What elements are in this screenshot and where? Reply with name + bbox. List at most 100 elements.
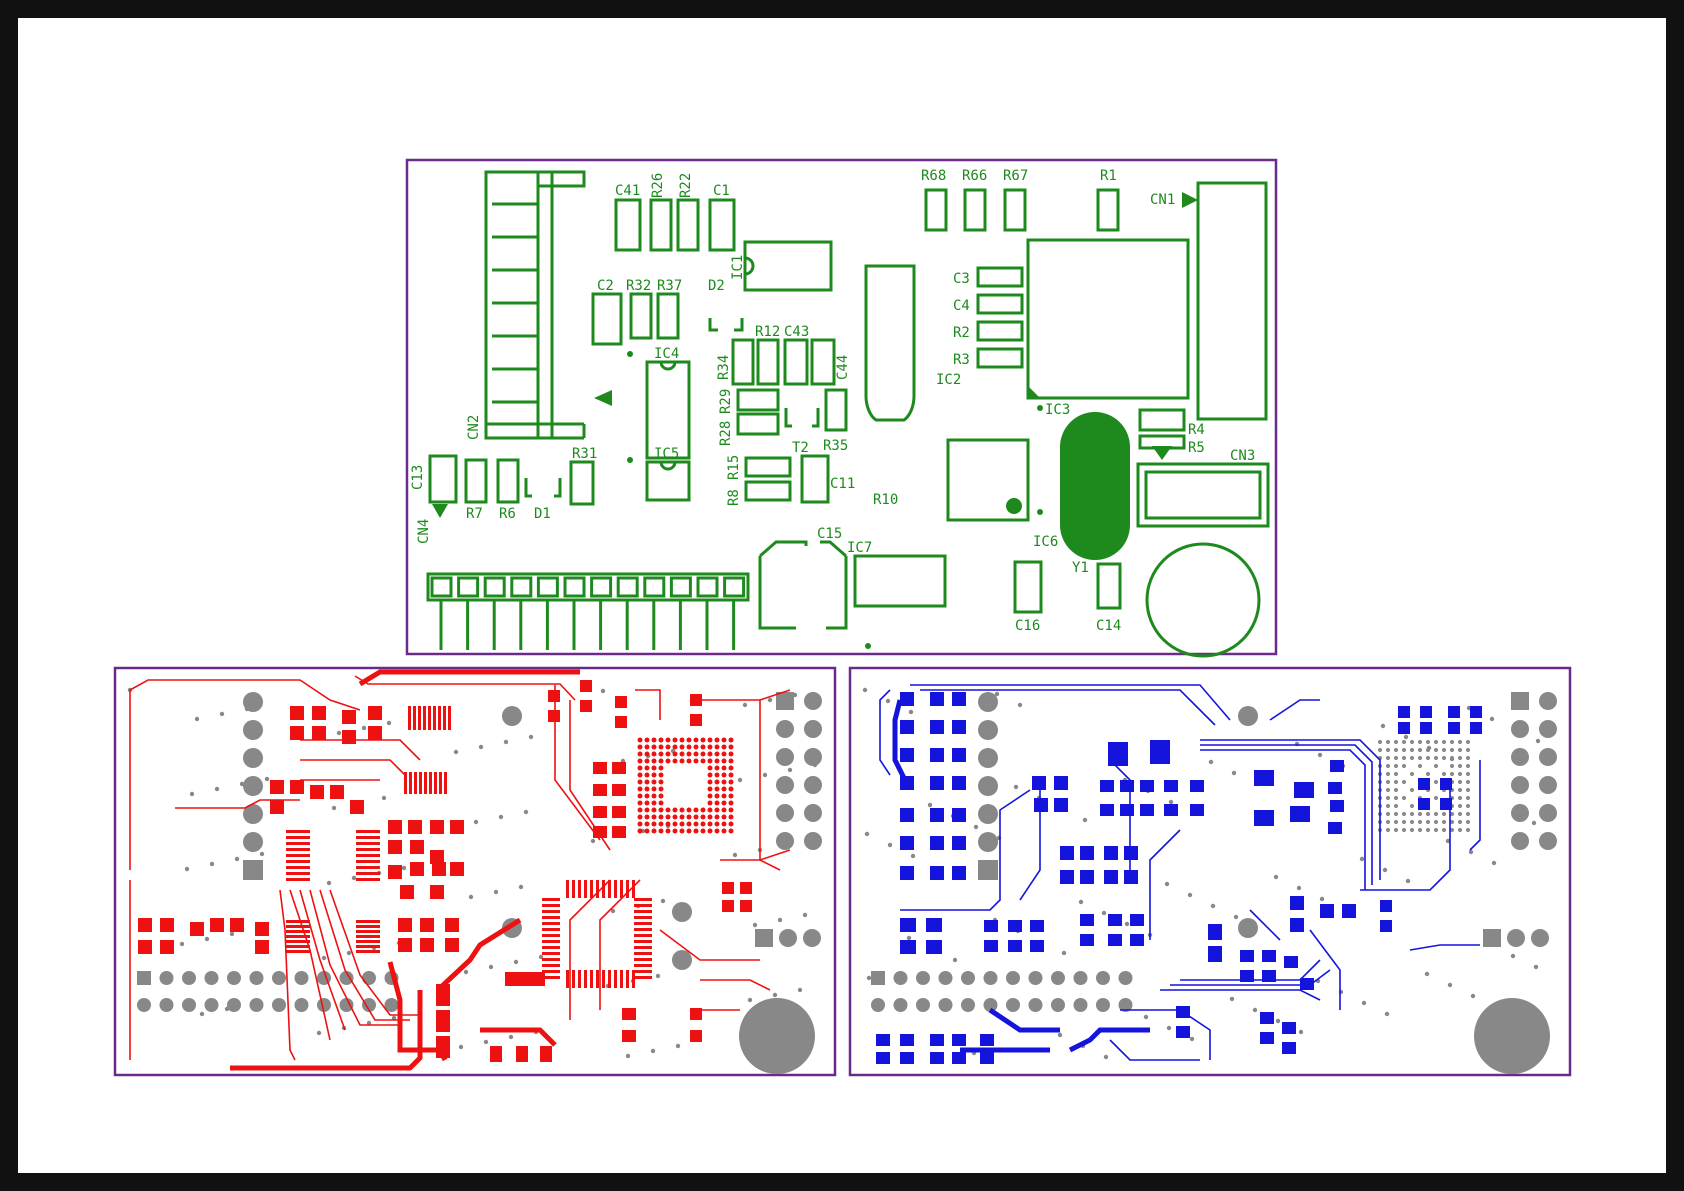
red-pad bbox=[548, 710, 560, 722]
ic-pin-pad bbox=[634, 976, 652, 979]
bga-ball bbox=[652, 815, 657, 820]
bga-ball bbox=[652, 745, 657, 750]
ic2-label: IC2 bbox=[936, 372, 961, 388]
blue-pad bbox=[1294, 782, 1314, 798]
red-pad bbox=[270, 780, 284, 794]
ic-pin-pad bbox=[356, 935, 380, 938]
bga-ball bbox=[638, 773, 643, 778]
bga-ball bbox=[694, 752, 699, 757]
red-pad bbox=[690, 1030, 702, 1042]
red-pad bbox=[593, 826, 607, 838]
red-pad bbox=[270, 800, 284, 814]
ic-pin-pad bbox=[286, 925, 310, 928]
red-pad bbox=[160, 918, 174, 932]
r37-label: R37 bbox=[657, 278, 682, 294]
bga-ball bbox=[673, 815, 678, 820]
r3-label: R3 bbox=[953, 352, 970, 368]
blue-pad bbox=[1060, 870, 1074, 884]
blue-pad bbox=[1440, 778, 1452, 790]
red-pad bbox=[290, 706, 304, 720]
blue-pad bbox=[1080, 870, 1094, 884]
r35-label: R35 bbox=[823, 438, 848, 454]
bga-ball bbox=[729, 822, 734, 827]
bga-ball bbox=[638, 787, 643, 792]
r34-label: R34 bbox=[716, 355, 732, 380]
bga-ball bbox=[638, 766, 643, 771]
bga-ball bbox=[694, 815, 699, 820]
bga-ball bbox=[687, 752, 692, 757]
blue-pad bbox=[1470, 722, 1482, 734]
blue-pad bbox=[930, 1034, 944, 1046]
bga-ball bbox=[666, 738, 671, 743]
d2-diode bbox=[710, 318, 742, 330]
blue-pad bbox=[1254, 770, 1274, 786]
blue-pad bbox=[1240, 950, 1254, 962]
ic-pin-pad bbox=[286, 848, 310, 851]
r66-label: R66 bbox=[962, 168, 987, 184]
r1-label: R1 bbox=[1100, 168, 1117, 184]
bga-ball bbox=[638, 745, 643, 750]
r7-label: R7 bbox=[466, 506, 483, 522]
ic-pin-pad bbox=[286, 950, 310, 953]
ic-pin-pad bbox=[634, 952, 652, 955]
bga-ball bbox=[652, 738, 657, 743]
blue-pad bbox=[1130, 934, 1144, 946]
bga-ball bbox=[659, 773, 664, 778]
bga-ball bbox=[708, 822, 713, 827]
red-pad bbox=[436, 1036, 450, 1058]
red-pad bbox=[740, 900, 752, 912]
red-pad bbox=[420, 918, 434, 932]
c3-body bbox=[978, 268, 1022, 286]
blue-pad bbox=[1380, 900, 1392, 912]
red-pad bbox=[490, 1046, 502, 1062]
red-pad bbox=[368, 706, 382, 720]
bga-ball bbox=[652, 801, 657, 806]
bga-ball bbox=[729, 794, 734, 799]
blue-pad bbox=[1108, 914, 1122, 926]
blue-pad bbox=[900, 836, 914, 850]
bga-ball bbox=[694, 808, 699, 813]
ic-pin-pad bbox=[542, 970, 560, 973]
blue-pad bbox=[1120, 804, 1134, 816]
bga-ball bbox=[701, 808, 706, 813]
r28-label: R28 bbox=[718, 421, 734, 446]
bga-ball bbox=[722, 815, 727, 820]
bga-ball bbox=[638, 794, 643, 799]
red-pad bbox=[690, 694, 702, 706]
red-board-outline bbox=[115, 668, 835, 1075]
ic-pin-pad bbox=[356, 940, 380, 943]
blue-pad bbox=[1328, 782, 1342, 794]
c2-body bbox=[593, 294, 621, 344]
c13-body bbox=[430, 456, 456, 502]
red-pad bbox=[593, 806, 607, 818]
bga-ball bbox=[645, 808, 650, 813]
y1-label: Y1 bbox=[1072, 560, 1089, 576]
blue-pad bbox=[1140, 780, 1154, 792]
mounting-circle bbox=[1147, 544, 1259, 656]
blue-pad bbox=[900, 1034, 914, 1046]
r29-body bbox=[738, 390, 778, 410]
blue-pad bbox=[984, 920, 998, 932]
red-pad bbox=[612, 806, 626, 818]
ic-pin-pad bbox=[286, 935, 310, 938]
blue-pad bbox=[1420, 722, 1432, 734]
ic-pin-pad bbox=[542, 916, 560, 919]
r15-body bbox=[746, 458, 790, 476]
blue-pad bbox=[1176, 1006, 1190, 1018]
ic-pin-pad bbox=[434, 772, 437, 794]
bga-ball bbox=[729, 808, 734, 813]
red-pad bbox=[615, 716, 627, 728]
bga-ball bbox=[666, 822, 671, 827]
ic-pin-pad bbox=[286, 940, 310, 943]
blue-pad bbox=[1254, 810, 1274, 826]
red-pad bbox=[436, 984, 450, 1006]
ic7-chip bbox=[855, 556, 945, 606]
blue-pad bbox=[1418, 798, 1430, 810]
red-pad bbox=[690, 1008, 702, 1020]
r8-body bbox=[746, 482, 790, 500]
ic-pin-pad bbox=[626, 880, 629, 898]
red-pad bbox=[230, 918, 244, 932]
blue-pad bbox=[1100, 804, 1114, 816]
blue-pad bbox=[1330, 760, 1344, 772]
